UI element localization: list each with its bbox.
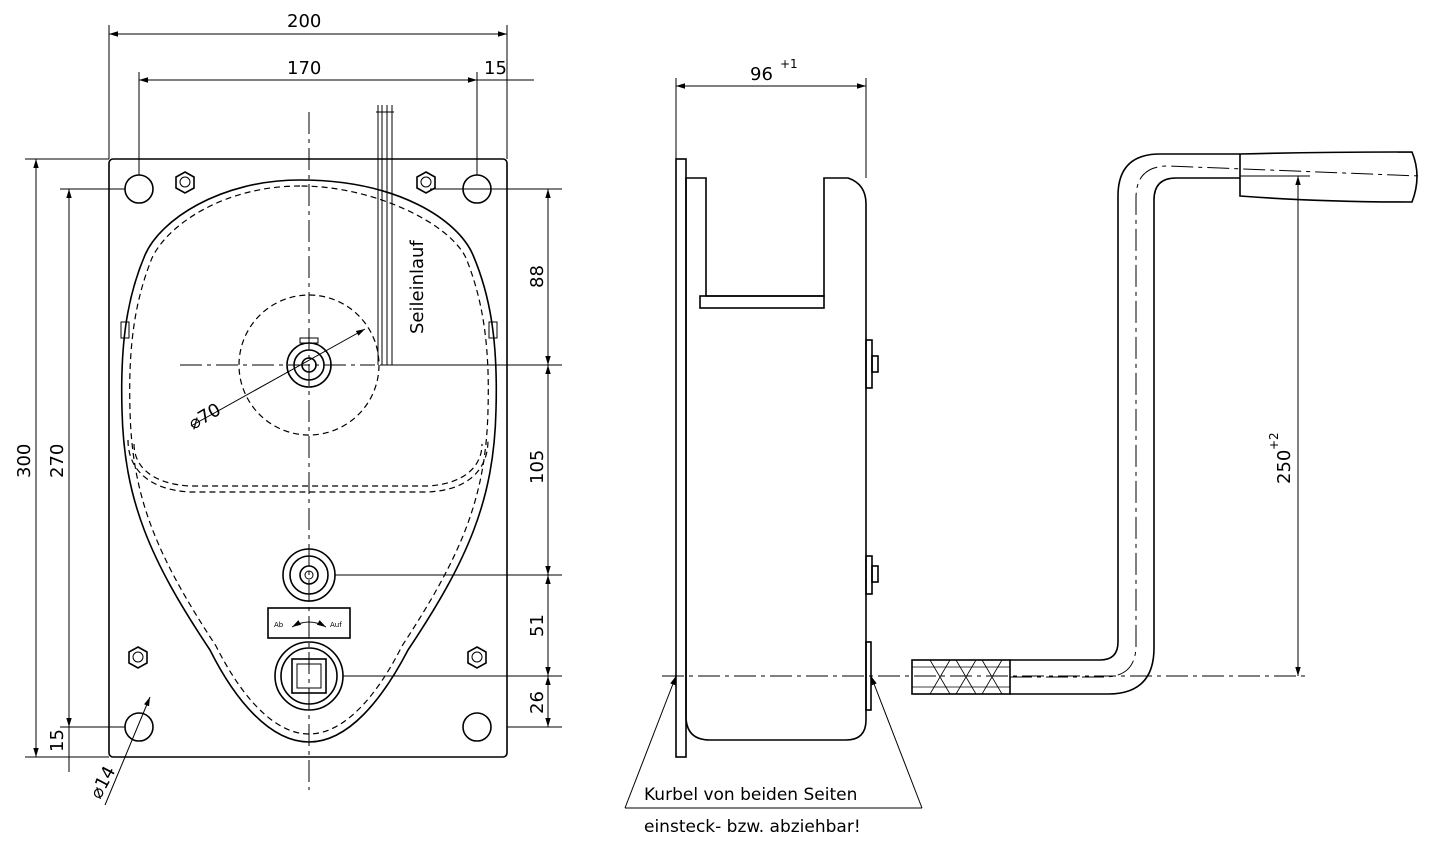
dim-hole-diameter: ⌀14 [86,763,120,803]
dim-crank-radius-tolerance: +2 [1267,432,1281,450]
front-view-dimensions [25,25,562,806]
drum-diameter-leader [190,328,366,427]
direction-label-down: Ab [274,621,284,629]
dim-depth: 96 [750,64,773,85]
housing-cavity-line [127,439,489,493]
dim-crank-to-bottom: 26 [527,691,548,714]
mounting-hole-top-left [124,174,154,204]
dim-drum-to-shaft: 105 [527,450,548,484]
crank-arm-inner [1010,153,1240,661]
dim-edge-offset-bottom: 15 [47,729,68,752]
mounting-hole-bottom-left [124,712,154,742]
side-drum-shelf [699,295,825,309]
dim-edge-offset-right: 15 [484,58,507,79]
side-base-plate [675,158,687,758]
dim-crank-radius: 250 [1274,450,1295,484]
side-bolt-lower [865,555,879,595]
side-dimensions [675,78,867,178]
hex-nut-bottom-left [128,646,148,669]
rope-inlet-label: Seileinlauf [407,240,428,334]
side-housing [685,177,867,741]
drum-circle [238,294,380,436]
note-line-2: einsteck- bzw. abziehbar! [644,817,861,837]
dim-height-total: 300 [14,444,35,478]
dim-drum-diameter: ⌀70 [185,399,225,434]
hex-nut-top-right [416,171,436,194]
base-plate [108,158,508,758]
front-view: Seileinlauf Ab Auf [108,105,508,790]
dim-shaft-to-crank: 51 [527,614,548,637]
note-leader-right [870,675,923,809]
side-bolt-right [488,321,498,339]
side-bolt-left [120,321,130,339]
dim-hole-spacing-y: 270 [47,444,68,478]
dim-hole-spacing-x: 170 [287,58,321,79]
note-leader-left [624,675,677,809]
crank-arm-outer [1010,177,1240,695]
dim-drum-to-top: 88 [527,265,548,288]
dim-depth-tolerance: +1 [780,57,798,71]
hole-diameter-leader [104,696,151,806]
crank-dimensions [1240,175,1310,676]
direction-label-up: Auf [330,621,342,629]
crank-knob [1239,151,1418,203]
crank-spline-end [911,659,1011,695]
hex-nut-top-left [175,171,195,194]
rope-inlet [376,105,394,365]
mounting-hole-bottom-right [462,712,492,742]
side-view [662,158,1305,758]
side-bolt-upper [865,339,879,389]
crank-arm-centerline [1010,165,1421,678]
housing-cavity-line-2 [133,443,483,487]
crank-handle [911,151,1421,695]
hex-nut-bottom-right [467,646,487,669]
note-line-1: Kurbel von beiden Seiten [644,785,857,805]
dim-width-total: 200 [287,11,321,32]
